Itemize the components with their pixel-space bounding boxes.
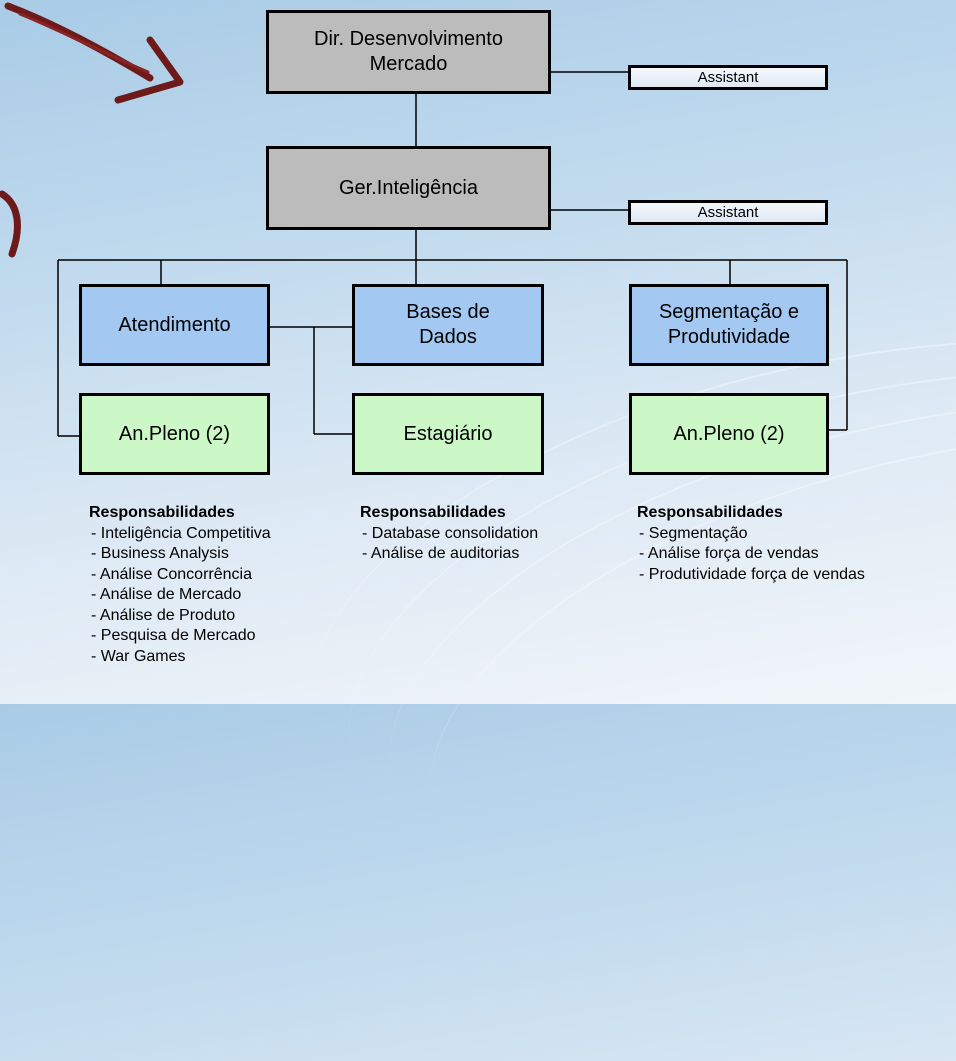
responsibilities-left: Responsabilidades - Inteligência Competi… — [89, 503, 271, 667]
responsibilities-middle-list: - Database consolidation - Análise de au… — [360, 524, 538, 565]
director-box: Dir. Desenvolvimento Mercado — [266, 10, 551, 94]
responsibilities-middle: Responsabilidades - Database consolidati… — [360, 503, 538, 565]
list-item: - Análise de Mercado — [91, 586, 242, 603]
responsibilities-right: Responsabilidades - Segmentação - Anális… — [637, 503, 865, 585]
unit-atendimento-box: Atendimento — [79, 284, 270, 366]
responsibilities-right-title: Responsabilidades — [637, 504, 783, 521]
assistant-mid-box: Assistant — [628, 200, 828, 225]
hand-drawn-bracket-icon — [0, 190, 21, 258]
staff-middle-box: Estagiário — [352, 393, 544, 475]
unit-segmentacao-line2: Produtividade — [667, 326, 791, 348]
list-item: - Pesquisa de Mercado — [91, 627, 256, 644]
list-item: - War Games — [91, 647, 186, 665]
staff-right-box: An.Pleno (2) — [629, 393, 829, 475]
responsibilities-left-title: Responsabilidades — [89, 504, 235, 521]
unit-segmentacao-line1: Segmentação e — [658, 301, 800, 323]
unit-bases-line2: Dados — [419, 326, 477, 348]
staff-middle-label: Estagiário — [403, 422, 493, 445]
staff-left-label: An.Pleno (2) — [118, 422, 231, 445]
unit-bases-line1: Bases de — [406, 301, 490, 323]
unit-atendimento-label: Atendimento — [118, 313, 231, 336]
list-item: - Análise de Produto — [91, 606, 236, 624]
assistant-top-box: Assistant — [628, 65, 828, 90]
list-item: - Análise força de vendas — [639, 545, 819, 562]
manager-box: Ger.Inteligência — [266, 146, 551, 230]
staff-right-label: An.Pleno (2) — [673, 422, 785, 445]
responsibilities-left-list: - Inteligência Competitiva - Business An… — [89, 524, 271, 668]
list-item: - Inteligência Competitiva — [91, 524, 271, 542]
assistant-top-label: Assistant — [697, 69, 759, 86]
manager-title: Ger.Inteligência — [339, 176, 478, 199]
unit-bases-box: Bases de Dados — [352, 284, 544, 366]
list-item: - Business Analysis — [91, 545, 229, 562]
responsibilities-right-list: - Segmentação - Análise força de vendas … — [637, 524, 865, 586]
staff-left-box: An.Pleno (2) — [79, 393, 270, 475]
list-item: - Segmentação — [639, 524, 748, 542]
org-chart-connectors — [57, 71, 848, 437]
list-item: - Produtividade força de vendas — [639, 565, 865, 583]
list-item: - Database consolidation — [362, 524, 539, 542]
assistant-mid-label: Assistant — [697, 204, 759, 221]
unit-segmentacao-box: Segmentação e Produtividade — [629, 284, 829, 366]
director-title-line2: Mercado — [369, 53, 448, 75]
list-item: - Análise Concorrência — [91, 565, 252, 583]
responsibilities-middle-title: Responsabilidades — [360, 504, 506, 521]
hand-drawn-arrow-icon — [4, 2, 184, 104]
director-title-line1: Dir. Desenvolvimento — [314, 28, 503, 50]
list-item: - Análise de auditorias — [362, 545, 520, 562]
